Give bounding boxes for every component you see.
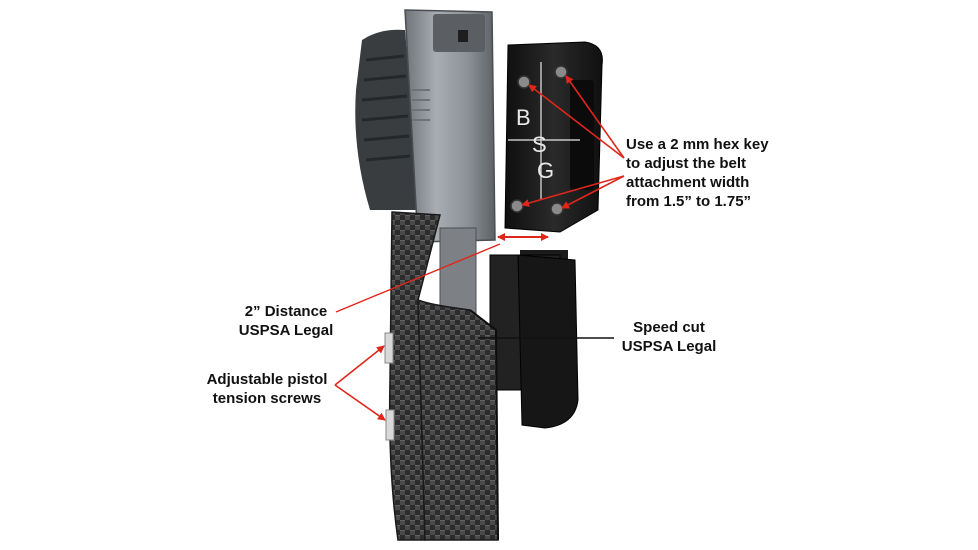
leader-lines [334,75,625,421]
callout-line: Speed cut [633,319,705,336]
callout-hex-key: Use a 2 mm hex key to adjust the belt at… [626,135,769,211]
callout-line: Adjustable pistol [206,371,328,388]
callout-speed-cut: Speed cut USPSA Legal [616,318,722,356]
pistol-grip [355,29,420,210]
callout-line: USPSA Legal [621,338,717,355]
tension-screw-icon [385,409,395,441]
mount-screw-icon [517,75,531,89]
callout-distance: 2” Distance USPSA Legal [237,302,335,340]
logo-letter-s: S [532,132,547,157]
callout-line: attachment width [626,174,750,191]
belt-mount: B S G [489,41,603,429]
callout-line: 2” Distance [244,303,328,320]
callout-line: USPSA Legal [238,322,334,339]
mount-screw-icon [554,65,568,79]
tension-screw-icon [384,332,394,364]
logo-letter-b: B [516,105,531,130]
callout-line: to adjust the belt [626,155,746,172]
callout-line: from 1.5” to 1.75” [626,193,752,210]
callout-line: Use a 2 mm hex key [626,136,769,153]
mount-screw-icon [550,202,564,216]
holster-shell [388,211,499,541]
callout-line: tension screws [212,390,322,407]
logo-letter-g: G [537,158,554,183]
mount-screw-icon [510,199,524,213]
callout-tension: Adjustable pistol tension screws [200,370,334,408]
tension-screws [384,332,395,441]
